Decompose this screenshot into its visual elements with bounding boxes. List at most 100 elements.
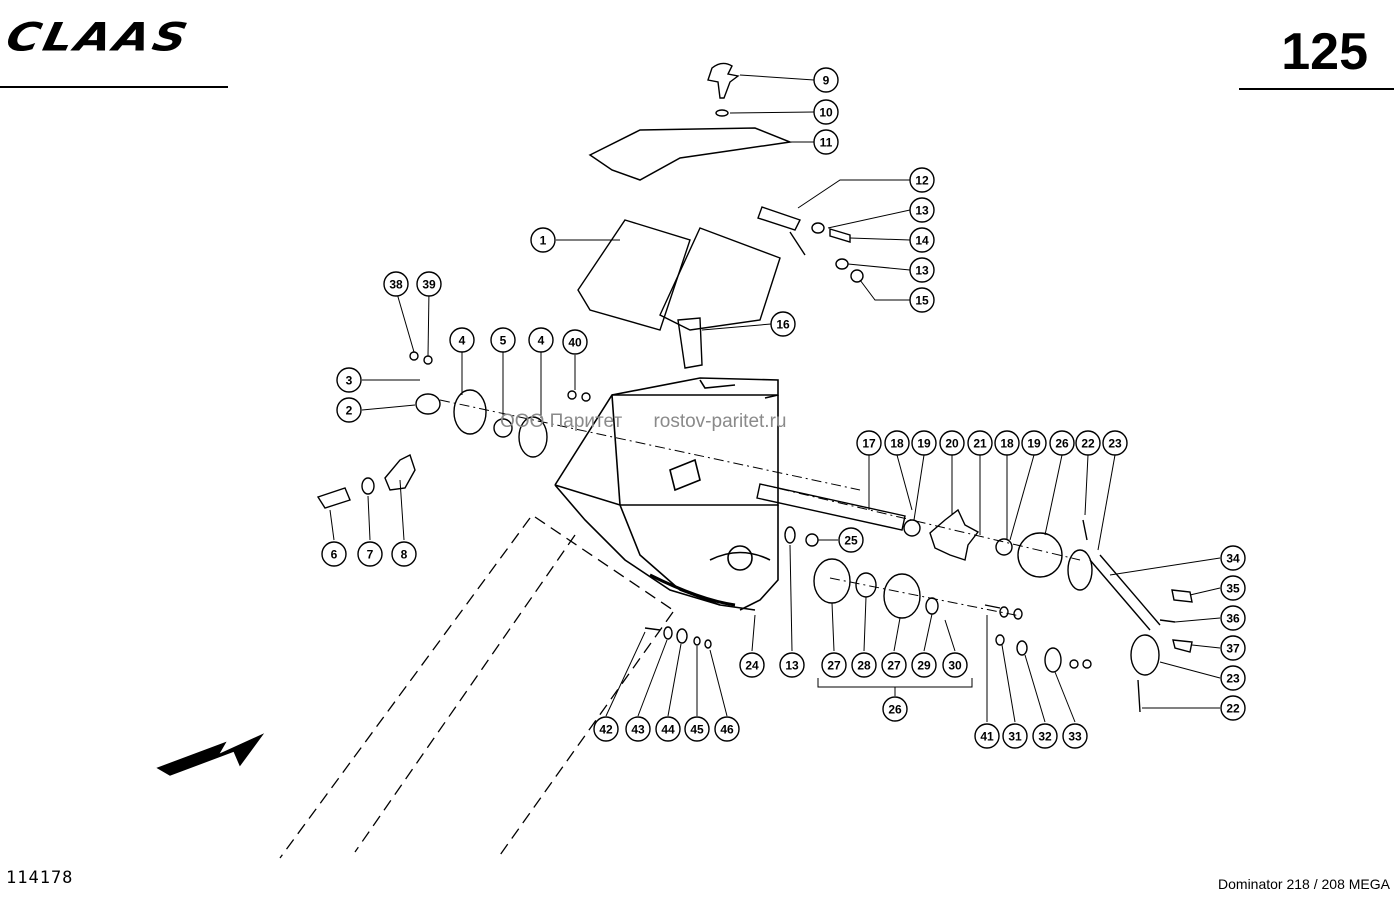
callout-label: 19: [917, 437, 931, 451]
callout-circle: [770, 311, 796, 337]
callout-45: 45: [684, 716, 710, 742]
callout-35: 35: [1220, 575, 1246, 601]
callout-label: 45: [690, 723, 704, 737]
callout-circle: [1220, 575, 1246, 601]
callout-23: 23: [1220, 665, 1246, 691]
callout-42: 42: [593, 716, 619, 742]
callout-14: 14: [909, 227, 935, 253]
callout-label: 39: [422, 278, 436, 292]
callout-label: 41: [980, 730, 994, 744]
callout-label: 27: [827, 659, 841, 673]
callout-label: 25: [844, 534, 858, 548]
callout-39: 39: [416, 271, 442, 297]
callout-circle: [416, 271, 442, 297]
callout-label: 13: [785, 659, 799, 673]
callout-circle: [856, 430, 882, 456]
callout-41: 41: [974, 723, 1000, 749]
callout-label: 22: [1081, 437, 1095, 451]
callout-34: 34: [1220, 545, 1246, 571]
callout-44: 44: [655, 716, 681, 742]
part-drive-shaft-group: [756, 483, 1161, 713]
callout-label: 38: [389, 278, 403, 292]
callout-circle: [490, 327, 516, 353]
callout-label: 26: [1055, 437, 1069, 451]
callout-circle: [530, 227, 556, 253]
watermark-url: rostov-paritet.ru: [653, 411, 787, 432]
callout-label: 9: [823, 74, 830, 88]
leader-lines: [329, 74, 1221, 723]
callout-label: 23: [1226, 672, 1240, 686]
part-bearing-group-left: [316, 351, 591, 509]
callout-15: 15: [909, 287, 935, 313]
callout-circle: [909, 257, 935, 283]
callout-circle: [336, 367, 362, 393]
callout-label: 18: [1000, 437, 1014, 451]
callout-label: 4: [538, 334, 545, 348]
callout-29: 29: [911, 652, 937, 678]
callout-3: 3: [336, 367, 362, 393]
callout-circle: [882, 696, 908, 722]
callout-25: 25: [838, 527, 864, 553]
callout-5: 5: [490, 327, 516, 353]
callout-label: 15: [915, 294, 929, 308]
callout-label: 23: [1108, 437, 1122, 451]
callout-43: 43: [625, 716, 651, 742]
callout-label: 13: [915, 204, 929, 218]
callout-circle: [813, 99, 839, 125]
callout-circle: [655, 716, 681, 742]
callout-label: 7: [367, 548, 374, 562]
callout-12: 12: [909, 167, 935, 193]
callout-label: 3: [346, 374, 353, 388]
callout-11: 11: [813, 129, 839, 155]
callout-label: 34: [1226, 552, 1240, 566]
callout-circle: [881, 652, 907, 678]
callout-9: 9: [813, 67, 839, 93]
callout-33: 33: [1062, 723, 1088, 749]
part-small-hardware: [644, 589, 1193, 673]
callout-circle: [1002, 723, 1028, 749]
callout-circle: [383, 271, 409, 297]
callout-label: 1: [540, 234, 547, 248]
callout-6: 6: [321, 541, 347, 567]
callout-label: 44: [661, 723, 675, 737]
callout-4: 4: [528, 327, 554, 353]
callout-38: 38: [383, 271, 409, 297]
callout-10: 10: [813, 99, 839, 125]
callout-label: 17: [862, 437, 876, 451]
callout-label: 18: [890, 437, 904, 451]
callout-27: 27: [881, 652, 907, 678]
callout-19: 19: [1021, 430, 1047, 456]
callout-label: 11: [820, 136, 833, 150]
callout-8: 8: [391, 541, 417, 567]
callout-label: 4: [459, 334, 466, 348]
callout-circle: [1220, 605, 1246, 631]
callout-label: 26: [888, 703, 902, 717]
callout-circle: [357, 541, 383, 567]
callout-label: 27: [887, 659, 901, 673]
callout-circle: [994, 430, 1020, 456]
callout-label: 21: [973, 437, 987, 451]
main-housing: [554, 377, 779, 611]
callout-label: 46: [720, 723, 734, 737]
callout-label: 32: [1038, 730, 1052, 744]
callout-label: 37: [1226, 642, 1240, 656]
callout-circle: [593, 716, 619, 742]
callout-circle: [684, 716, 710, 742]
callout-label: 40: [568, 336, 582, 350]
document-id: 114178: [6, 868, 74, 888]
callout-4: 4: [449, 327, 475, 353]
callout-circle: [391, 541, 417, 567]
callout-label: 30: [948, 659, 962, 673]
callout-circle: [911, 430, 937, 456]
callout-circle: [336, 397, 362, 423]
part-rod-assembly: [757, 206, 864, 283]
callout-32: 32: [1032, 723, 1058, 749]
part-lid-plate: [588, 127, 793, 181]
callout-label: 42: [599, 723, 613, 737]
callout-label: 2: [346, 404, 353, 418]
callout-label: 33: [1068, 730, 1082, 744]
callout-label: 43: [631, 723, 645, 737]
part-bearing-group-center: [784, 526, 1023, 620]
callout-18: 18: [884, 430, 910, 456]
callout-21: 21: [967, 430, 993, 456]
